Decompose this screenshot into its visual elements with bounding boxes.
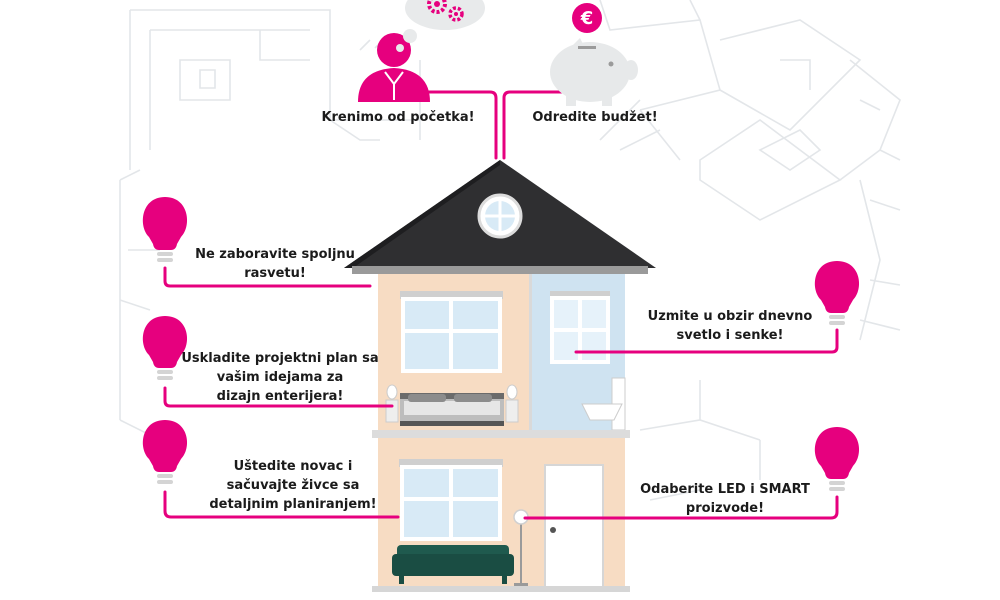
blueprint-background — [119, 0, 901, 501]
person-icon — [358, 33, 430, 102]
euro-coin-icon — [572, 3, 602, 33]
euro-symbol: € — [580, 8, 594, 29]
label-save-line-1: Uštedite novac i — [233, 459, 353, 474]
thought-bubble-gears-icon — [396, 0, 485, 52]
gear-icon — [448, 6, 464, 22]
label-outdoor-line-1: Ne zaboravite spoljnu — [195, 247, 355, 262]
label-outdoor-lighting: Ne zaboravite spoljnu rasvetu! — [180, 245, 370, 283]
light-bulb-icon — [142, 420, 188, 484]
gear-icon — [427, 0, 447, 14]
connector-lines-left — [163, 266, 400, 519]
front-door — [544, 464, 604, 589]
label-led-line-2: proizvode! — [685, 501, 765, 516]
label-plan-line-3: dizajn enterijera! — [216, 389, 344, 404]
connector-lines-right — [523, 328, 839, 520]
light-bulb-icon — [142, 197, 188, 262]
label-start-text: Krenimo od početka! — [321, 110, 475, 125]
bed — [385, 384, 519, 426]
label-outdoor-line-2: rasvetu! — [244, 266, 306, 281]
label-start: Krenimo od početka! — [318, 108, 478, 127]
light-bulb-icon — [814, 261, 860, 325]
connector-lines-top — [393, 90, 602, 160]
label-project-plan: Uskladite projektni plan sa vašim idejam… — [175, 349, 385, 406]
label-save-money: Uštedite novac i sačuvajte živce sa deta… — [193, 457, 393, 514]
sofa — [392, 545, 514, 584]
roof-beam — [352, 266, 648, 274]
label-daylight: Uzmite u obzir dnevno svetlo i senke! — [630, 307, 830, 345]
floor-lamp — [513, 509, 529, 586]
label-daylight-line-2: svetlo i senke! — [676, 328, 784, 343]
label-led-line-1: Odaberite LED i SMART — [640, 482, 810, 497]
piggy-bank-euro-icon: € — [550, 3, 638, 106]
label-daylight-line-1: Uzmite u obzir dnevno — [647, 309, 813, 324]
house-cross-section — [344, 160, 656, 592]
label-led-smart: Odaberite LED i SMART proizvode! — [625, 480, 825, 518]
floor-divider — [372, 430, 630, 438]
label-plan-line-2: vašim idejama za — [216, 370, 344, 385]
bedroom-window-blind — [400, 291, 503, 299]
label-save-line-3: detaljnim planiranjem! — [209, 497, 377, 512]
light-bulb-icon — [814, 427, 860, 491]
label-budget: Odredite budžet! — [520, 108, 670, 127]
label-budget-text: Odredite budžet! — [532, 110, 658, 125]
living-room-window-blind — [399, 459, 503, 467]
label-plan-line-1: Uskladite projektni plan sa — [181, 351, 379, 366]
bathroom-sink — [581, 377, 626, 431]
label-save-line-2: sačuvajte živce sa — [226, 478, 360, 493]
light-bulb-icon — [142, 316, 188, 380]
